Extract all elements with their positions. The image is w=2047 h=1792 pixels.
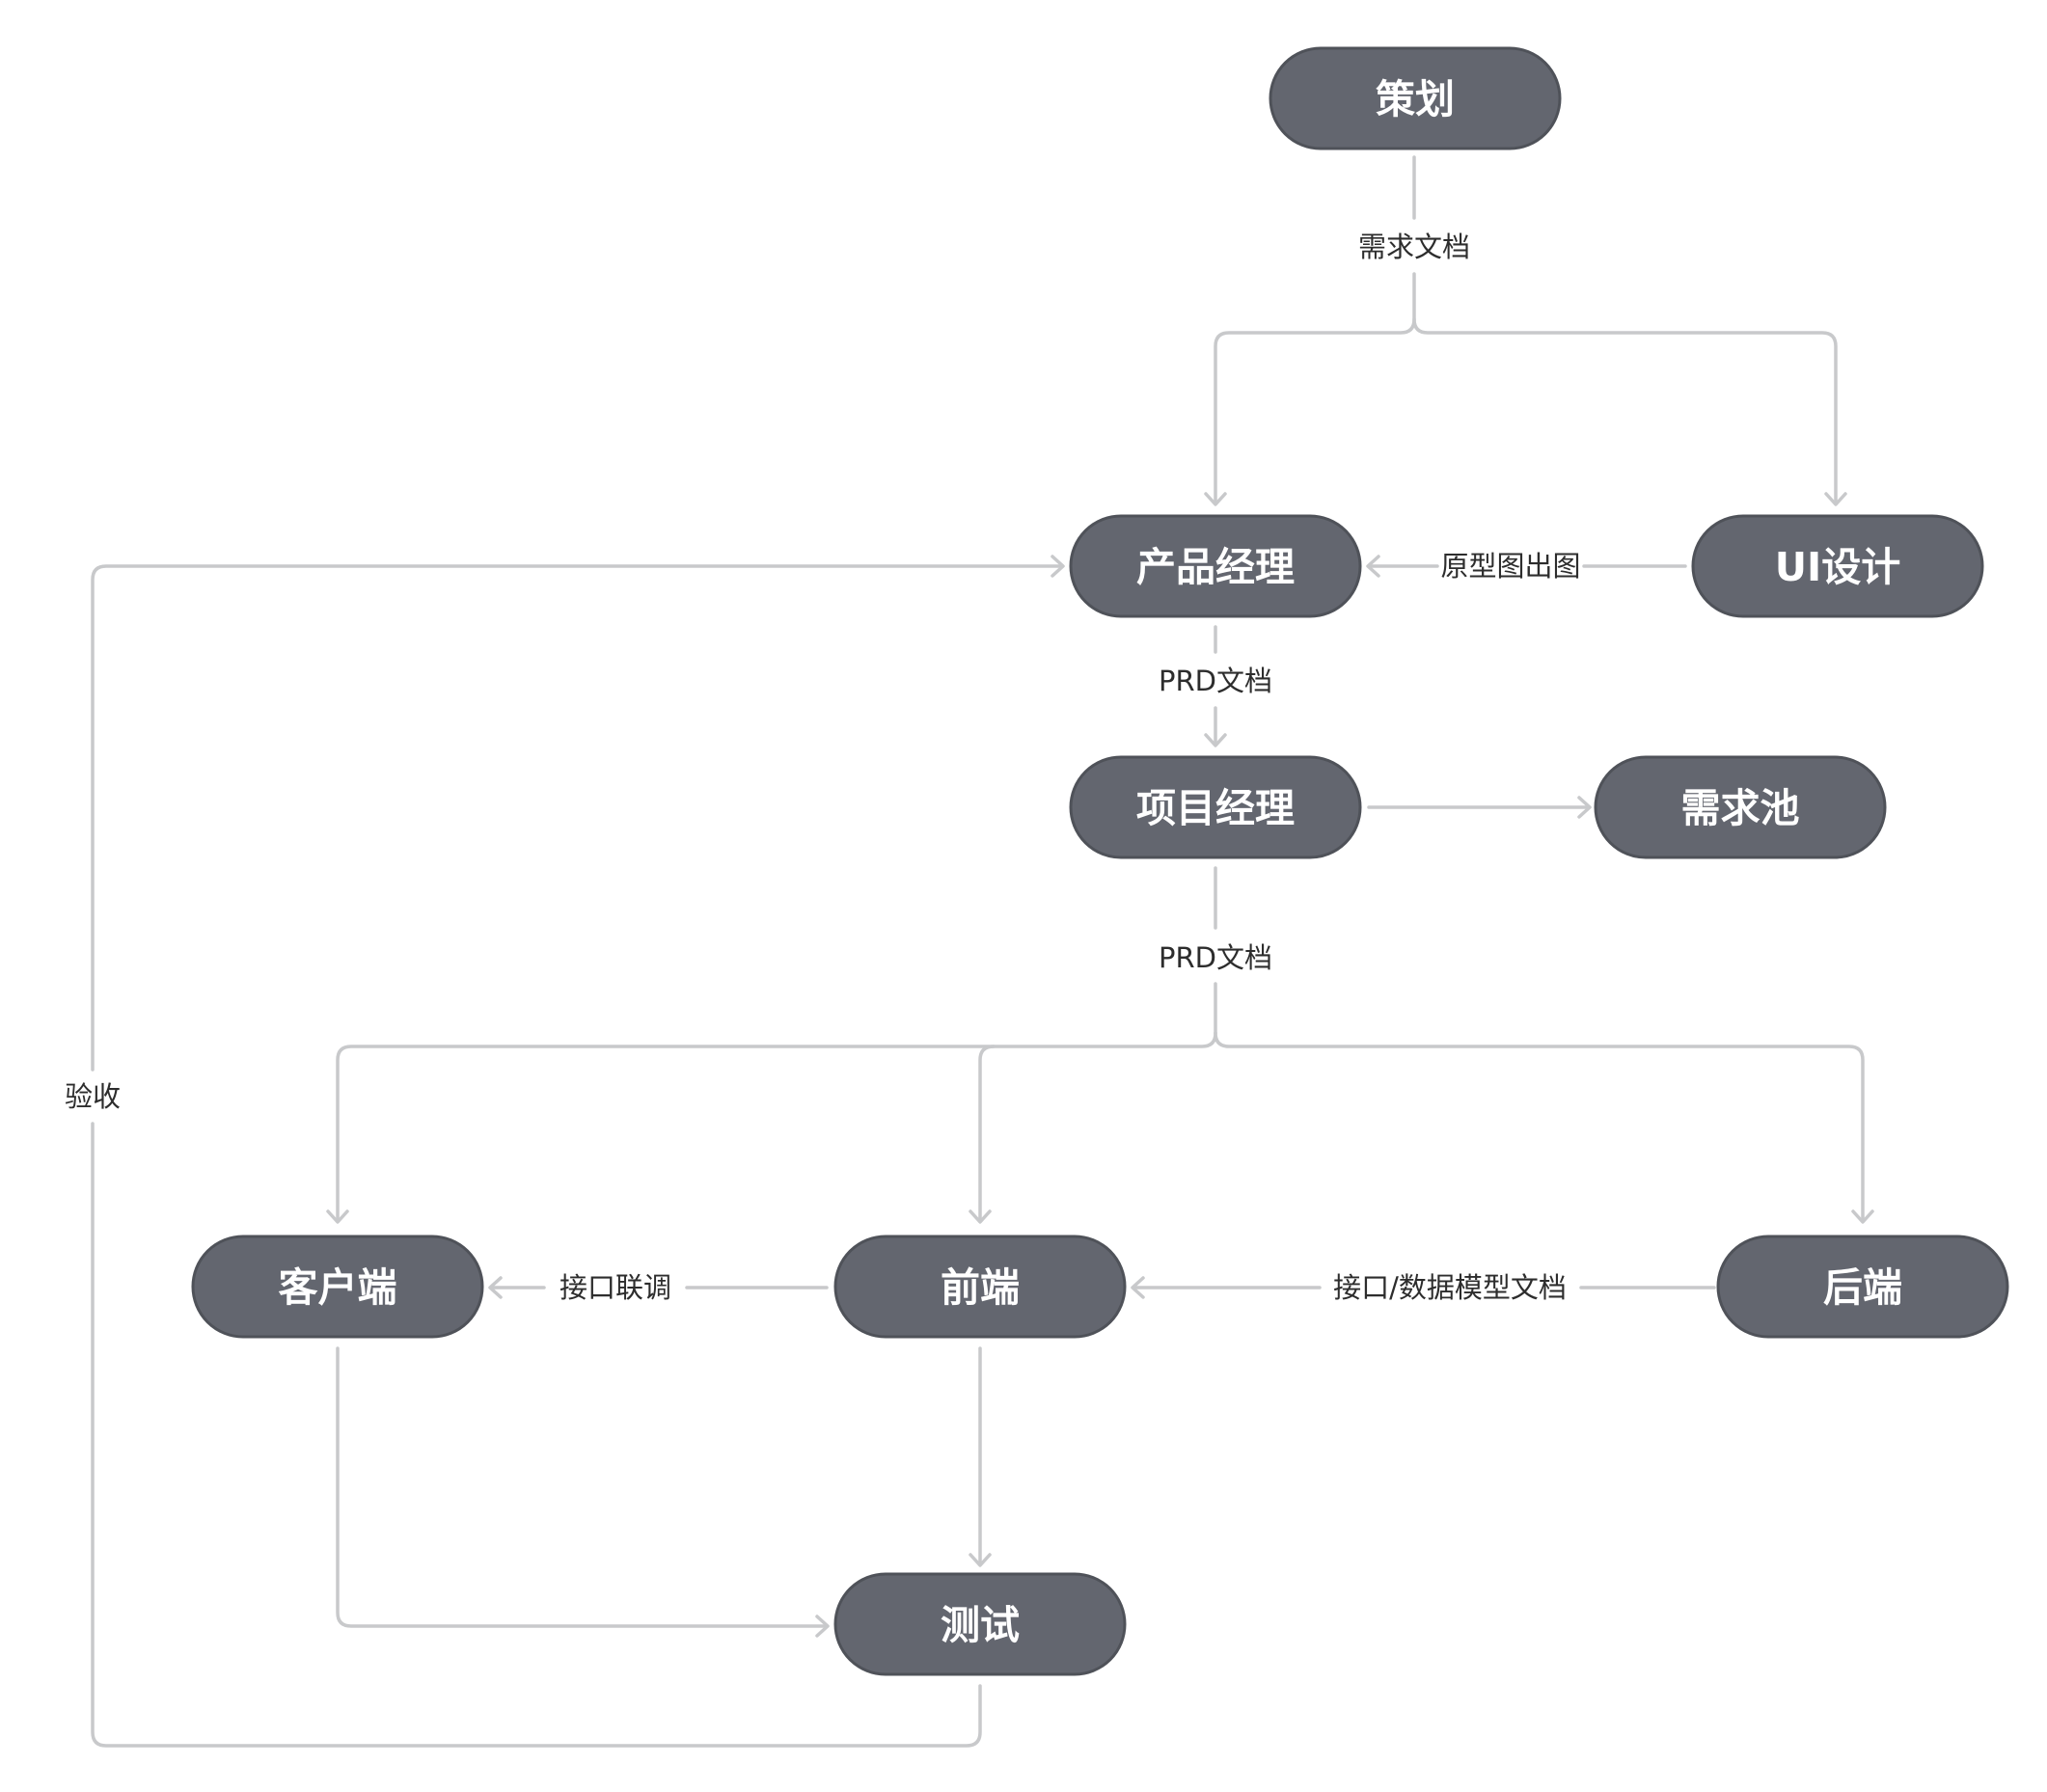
connector-client-to-testing <box>336 1346 829 1628</box>
node-project-manager-label: 项目经理 <box>1136 785 1295 831</box>
arrowhead-into-ui-design <box>1824 492 1847 506</box>
node-frontend-label: 前端 <box>941 1264 1020 1311</box>
label-interface-data-model-doc: 接口/数据模型文档 <box>1333 1271 1567 1304</box>
node-requirement-pool[interactable]: 需求池 <box>1594 755 1887 859</box>
node-testing-label: 测试 <box>941 1602 1020 1648</box>
node-product-manager-label: 产品经理 <box>1136 544 1295 590</box>
arrowhead-into-client-right <box>488 1276 503 1299</box>
label-prd-doc-1: PRD文档 <box>1159 665 1272 697</box>
connectors <box>91 155 1874 1748</box>
arrowhead-into-backend <box>1851 1209 1874 1224</box>
connector-split-to-frontend <box>978 1045 996 1223</box>
label-interface-debug: 接口联调 <box>560 1271 671 1304</box>
connector-split-to-ui-design <box>1412 317 1838 505</box>
connector-split-to-backend <box>1214 1031 1865 1223</box>
arrowhead-into-testing-top <box>969 1553 992 1567</box>
node-project-manager[interactable]: 项目经理 <box>1069 755 1362 859</box>
label-requirement-doc: 需求文档 <box>1358 231 1470 263</box>
arrowhead-into-requirement-pool <box>1577 796 1592 819</box>
node-requirement-pool-label: 需求池 <box>1681 785 1800 831</box>
node-backend[interactable]: 后端 <box>1716 1235 2009 1339</box>
node-backend-label: 后端 <box>1823 1264 1902 1311</box>
node-planning[interactable]: 策划 <box>1269 46 1562 150</box>
node-planning-label: 策划 <box>1376 76 1455 122</box>
arrowhead-into-frontend <box>969 1209 992 1224</box>
label-prototype-export: 原型图出图 <box>1440 550 1580 583</box>
arrowhead-into-client <box>326 1209 349 1224</box>
arrowhead-into-frontend-right <box>1131 1276 1145 1299</box>
label-acceptance: 验收 <box>65 1080 121 1113</box>
node-ui-design-label: UI设计 <box>1775 544 1901 590</box>
connector-testing-to-acceptance <box>91 1122 982 1748</box>
connector-split-to-client <box>336 1031 1217 1223</box>
label-prd-doc-2: PRD文档 <box>1159 941 1272 974</box>
node-product-manager[interactable]: 产品经理 <box>1069 514 1362 618</box>
nodes: 策划 产品经理 UI设计 项目经理 需求池 客户端 前端 后端 <box>191 46 2009 1676</box>
connector-acceptance-to-product-manager <box>91 564 1064 1072</box>
arrowhead-into-testing-left <box>815 1615 830 1638</box>
node-client[interactable]: 客户端 <box>191 1235 484 1339</box>
arrowhead-into-product-manager-left <box>1051 555 1065 578</box>
arrowhead-into-product-manager-top <box>1204 492 1227 506</box>
edge-labels: 需求文档 原型图出图 PRD文档 PRD文档 接口联调 接口/数据模型文档 验收 <box>65 231 1581 1304</box>
arrowhead-into-project-manager <box>1204 733 1227 747</box>
node-ui-design[interactable]: UI设计 <box>1691 514 1984 618</box>
node-client-label: 客户端 <box>279 1264 397 1311</box>
arrowhead-into-product-manager-right <box>1366 555 1380 578</box>
connector-label-to-split <box>1214 272 1416 505</box>
node-testing[interactable]: 测试 <box>833 1572 1127 1676</box>
node-frontend[interactable]: 前端 <box>833 1235 1127 1339</box>
